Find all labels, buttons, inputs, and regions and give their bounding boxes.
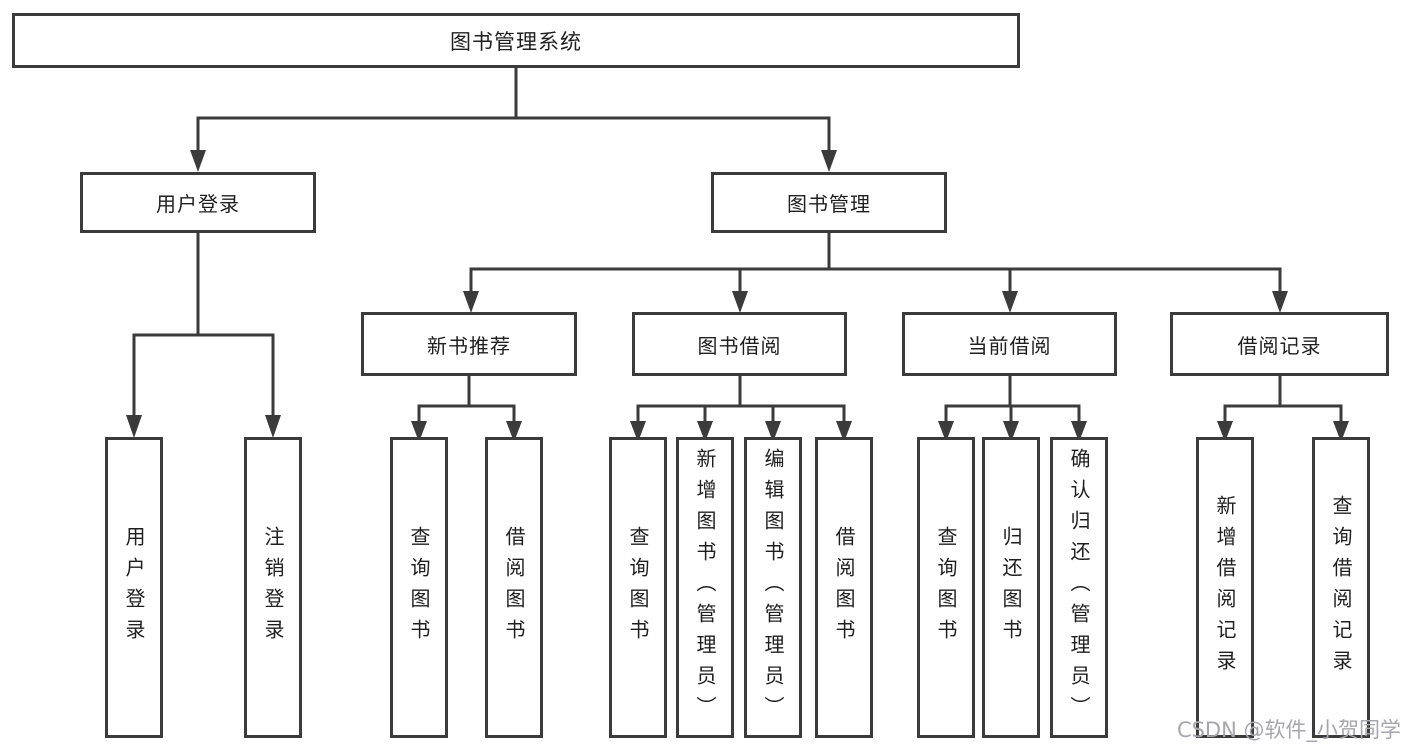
arrowhead xyxy=(630,421,646,442)
arrowhead xyxy=(732,291,748,313)
leaf-confirm-return-admin-label: 确认归还（管理员） xyxy=(1067,448,1091,727)
leaf-logout-label: 注销登录 xyxy=(261,525,285,650)
leaf-return-books-label: 归还图书 xyxy=(999,525,1023,650)
arrowhead xyxy=(1071,421,1087,442)
leaf-add-books-admin-label: 新增图书（管理员） xyxy=(693,448,717,727)
leaf-query-books-recommend-label: 查询图书 xyxy=(407,525,431,650)
leaf-query-books-recommend: 查询图书 xyxy=(390,437,448,738)
node-module-new-book-recommend-label: 新书推荐 xyxy=(427,333,511,358)
arrowhead xyxy=(1272,291,1288,313)
leaf-query-books-borrow: 查询图书 xyxy=(609,437,667,738)
leaf-return-books: 归还图书 xyxy=(982,437,1040,738)
leaf-add-borrow-record-label: 新增借阅记录 xyxy=(1213,494,1237,681)
connector-borrow-records-to-leaves xyxy=(1223,376,1343,423)
watermark: CSDN @软件_小贺同学 xyxy=(1176,718,1401,742)
connector-book-borrow-to-leaves xyxy=(636,376,846,423)
arrowhead xyxy=(821,150,837,172)
node-branch-user-login-label: 用户登录 xyxy=(156,192,240,216)
arrowhead xyxy=(1003,421,1019,442)
node-root: 图书管理系统 xyxy=(12,13,1020,68)
leaf-add-borrow-record: 新增借阅记录 xyxy=(1196,437,1254,738)
node-module-book-borrow: 图书借阅 xyxy=(632,312,847,376)
connector-root-to-branches xyxy=(196,67,831,152)
arrowhead xyxy=(411,421,427,442)
leaf-query-borrow-record: 查询借阅记录 xyxy=(1312,437,1370,738)
leaf-confirm-return-admin: 确认归还（管理员） xyxy=(1050,437,1108,738)
node-branch-user-login: 用户登录 xyxy=(80,172,316,233)
leaf-user-login: 用户登录 xyxy=(105,437,163,738)
leaf-logout: 注销登录 xyxy=(244,437,302,738)
connector-new-book-to-leaves xyxy=(417,376,516,423)
arrowhead xyxy=(190,150,206,172)
arrowhead xyxy=(697,421,713,442)
arrowhead xyxy=(765,421,781,442)
node-module-borrow-records: 借阅记录 xyxy=(1170,312,1389,376)
arrowhead xyxy=(1002,291,1018,313)
leaf-borrow-books-label: 借阅图书 xyxy=(832,525,856,650)
arrowhead xyxy=(463,291,479,313)
node-module-current-borrow: 当前借阅 xyxy=(902,312,1117,376)
arrowhead xyxy=(938,421,954,442)
connector-current-borrow-to-leaves xyxy=(944,376,1081,423)
arrowhead xyxy=(506,421,522,442)
leaf-add-books-admin: 新增图书（管理员） xyxy=(676,437,734,738)
leaf-edit-books-admin: 编辑图书（管理员） xyxy=(744,437,802,738)
arrowhead xyxy=(1217,421,1233,442)
node-module-book-borrow-label: 图书借阅 xyxy=(697,333,782,358)
node-branch-book-management: 图书管理 xyxy=(711,172,947,233)
leaf-query-borrow-record-label: 查询借阅记录 xyxy=(1329,494,1353,681)
arrowhead xyxy=(126,415,142,438)
arrowhead xyxy=(836,421,852,442)
arrowhead xyxy=(265,415,281,438)
leaf-query-books-current-label: 查询图书 xyxy=(934,525,958,650)
node-module-current-borrow-label: 当前借阅 xyxy=(967,333,1052,358)
node-module-new-book-recommend: 新书推荐 xyxy=(361,312,577,376)
arrowhead xyxy=(1333,421,1349,442)
node-branch-book-management-label: 图书管理 xyxy=(787,192,871,216)
leaf-borrow-books-recommend-label: 借阅图书 xyxy=(502,525,526,650)
connector-user-login-to-leaves xyxy=(132,233,275,417)
leaf-edit-books-admin-label: 编辑图书（管理员） xyxy=(761,448,785,727)
node-root-label: 图书管理系统 xyxy=(450,29,582,54)
leaf-borrow-books-recommend: 借阅图书 xyxy=(485,437,543,738)
connector-book-management-to-modules xyxy=(469,233,1282,293)
leaf-borrow-books: 借阅图书 xyxy=(815,437,873,738)
leaf-query-books-current: 查询图书 xyxy=(917,437,975,738)
node-module-borrow-records-label: 借阅记录 xyxy=(1237,333,1322,358)
leaf-user-login-label: 用户登录 xyxy=(122,525,146,650)
leaf-query-books-borrow-label: 查询图书 xyxy=(626,525,650,650)
